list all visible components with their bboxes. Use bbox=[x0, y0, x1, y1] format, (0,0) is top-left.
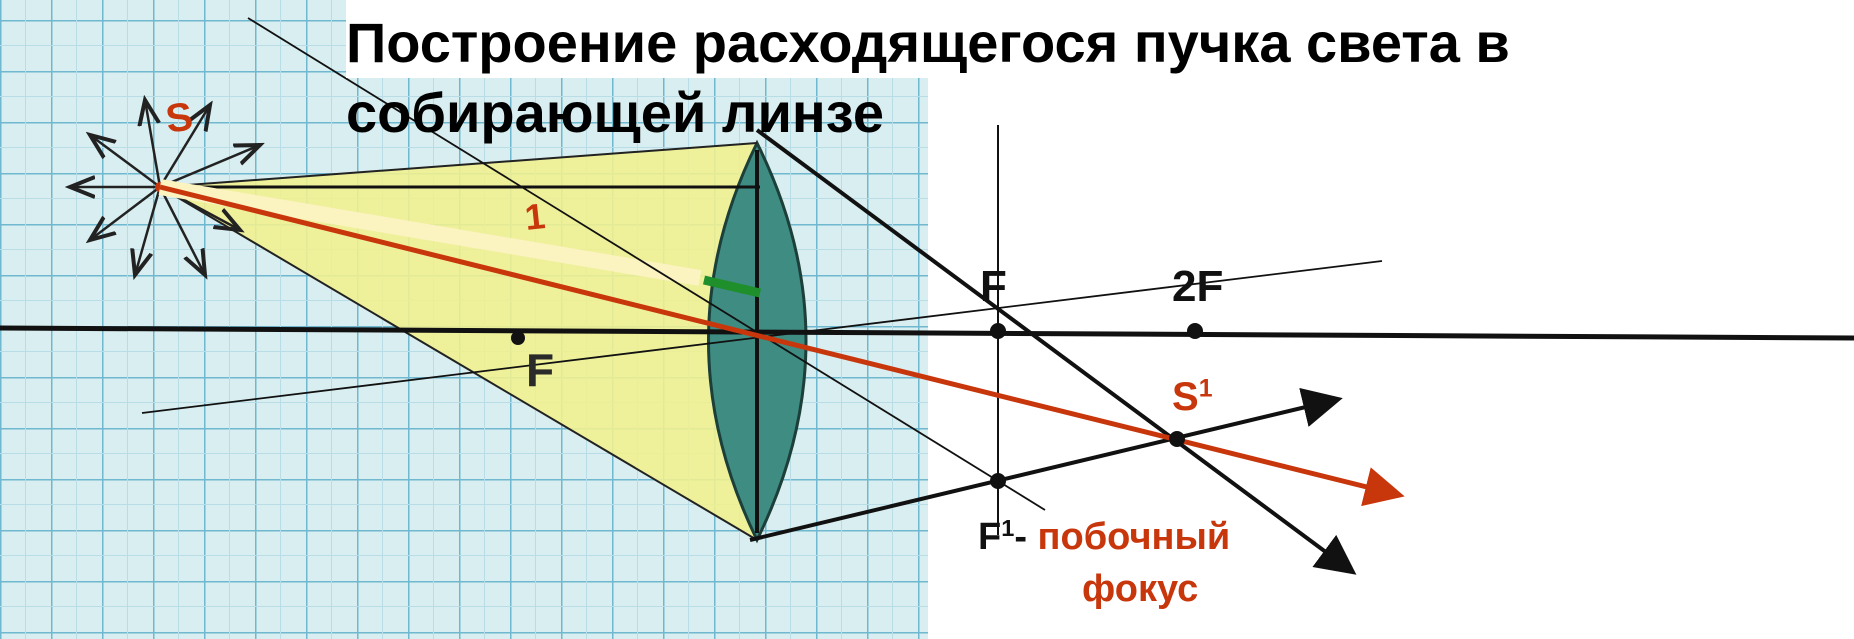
green-segment bbox=[702, 275, 762, 298]
textbook-figure bbox=[0, 0, 928, 639]
side-focus-label-base: F bbox=[978, 515, 1002, 558]
image-point-label: S1 bbox=[1172, 375, 1212, 420]
slide-title: Построение расходящегося пучка света в с… bbox=[346, 11, 1510, 144]
side-focus-label: F1- побочный bbox=[978, 515, 1230, 559]
optical-axis bbox=[0, 325, 1854, 341]
central-red-ray bbox=[159, 184, 1405, 507]
side-focus-point bbox=[990, 473, 1006, 489]
light-cone bbox=[160, 143, 757, 540]
side-focus-label-sup: 1 bbox=[1001, 515, 1015, 541]
focus-left-label: F bbox=[526, 344, 555, 396]
cone-edge-top bbox=[159, 142, 758, 188]
refracted-ray-top bbox=[755, 128, 1357, 575]
side-focus-label-dash: - bbox=[1014, 515, 1027, 558]
focus-right-point bbox=[990, 323, 1006, 339]
secondary-axis-steep bbox=[247, 17, 1046, 511]
focus-left-point bbox=[511, 331, 525, 345]
image-point-label-sup: 1 bbox=[1198, 375, 1213, 403]
double-focus-point bbox=[1187, 323, 1203, 339]
double-focus-label: 2F bbox=[1172, 262, 1224, 311]
highlight-ray bbox=[158, 179, 702, 286]
side-focus-text-line2: фокус bbox=[1082, 568, 1199, 610]
ray-number-label: 1 bbox=[522, 195, 548, 238]
side-focus-text-line1: побочный bbox=[1037, 515, 1231, 558]
image-point-label-base: S bbox=[1172, 375, 1199, 419]
cone-edge-bottom bbox=[159, 186, 758, 541]
image-point bbox=[1169, 431, 1185, 447]
construction bbox=[0, 17, 1854, 575]
focus-right-label: F bbox=[980, 262, 1007, 311]
title-background bbox=[346, 0, 1686, 78]
refracted-ray-bottom bbox=[749, 387, 1343, 542]
